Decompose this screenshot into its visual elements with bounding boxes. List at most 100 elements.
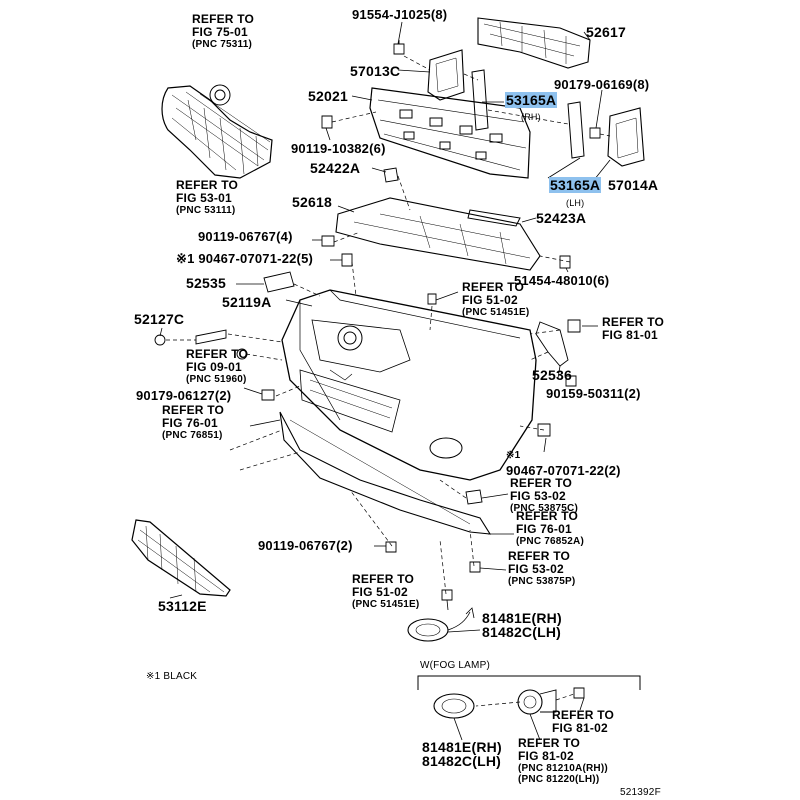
- bracket-53165a-rh-part: [471, 69, 489, 131]
- refer-fig-09-01-label[interactable]: REFER TO FIG 09-01 (PNC 51960): [186, 347, 249, 386]
- part-52119a-label[interactable]: 52119A: [222, 294, 272, 310]
- reinforcement-52021-part: [369, 87, 531, 179]
- refer-line: REFER TO: [352, 572, 415, 586]
- refer-pnc: (PNC 81210A(RH)): [518, 763, 608, 774]
- lh-note: (LH): [566, 198, 585, 208]
- figure-id: 521392F: [620, 787, 661, 798]
- refer-fig: FIG 76-01: [162, 416, 218, 430]
- refer-fig: FIG 53-02: [510, 489, 566, 503]
- refer-fig-81-01-label[interactable]: REFER TO FIG 81-01: [602, 316, 664, 342]
- absorber-52617-part: [477, 17, 591, 69]
- assembly-dashed-lines: [166, 55, 611, 707]
- refer-pnc: (PNC 53875P): [508, 576, 576, 587]
- part-90119-6-label[interactable]: 90119-10382(6): [291, 141, 386, 156]
- bracket-53165a-lh-part: [567, 101, 585, 159]
- refer-fig: FIG 09-01: [186, 360, 242, 374]
- refer-pnc: (PNC 76851): [162, 430, 223, 441]
- refer-fig-81-02-upper-label[interactable]: REFER TO FIG 81-02: [552, 709, 614, 735]
- refer-fig-53-02-lower-label[interactable]: REFER TO FIG 53-02 (PNC 53875P): [508, 549, 576, 588]
- refer-line: REFER TO: [186, 347, 249, 361]
- refer-pnc: (PNC 53875C): [510, 503, 578, 514]
- part-81482c-lh-label[interactable]: 81482C(LH): [482, 624, 562, 640]
- refer-pnc: (PNC 51451E): [352, 599, 420, 610]
- part-90467-2-label[interactable]: 90467-07071-22(2): [506, 463, 621, 478]
- refer-fig: FIG 76-01: [516, 522, 572, 536]
- part-52618-label[interactable]: 52618: [292, 194, 332, 210]
- refer-line: REFER TO: [516, 509, 579, 523]
- refer-fig: FIG 51-02: [462, 293, 518, 307]
- part-52127c-label[interactable]: 52127C: [134, 311, 185, 327]
- refer-line: REFER TO: [462, 280, 525, 294]
- highlighted-part-number: 53165A: [505, 92, 558, 108]
- highlighted-part-number: 53165A: [549, 177, 602, 193]
- part-52535-label[interactable]: 52535: [186, 275, 226, 291]
- part-52021-label[interactable]: 52021: [308, 88, 348, 104]
- part-90467-5-label[interactable]: ※1 90467-07071-22(5): [176, 251, 314, 266]
- part-51454-label[interactable]: 51454-48010(6): [514, 273, 610, 288]
- refer-pnc: (PNC 76852A): [516, 536, 584, 547]
- refer-fig-76-01-upper-label[interactable]: REFER TO FIG 76-01 (PNC 76851): [162, 403, 225, 442]
- lower-grille-53112e-part: [131, 519, 231, 597]
- refer-line: REFER TO: [602, 315, 665, 329]
- refer-fig: FIG 53-02: [508, 562, 564, 576]
- refer-pnc: (PNC 51451E): [462, 307, 530, 318]
- refer-fig: FIG 81-02: [518, 749, 574, 763]
- part-52422a-label[interactable]: 52422A: [310, 160, 361, 176]
- part-81482c-lh-lower-label[interactable]: 81482C(LH): [422, 753, 502, 769]
- black-note-mark: ※1: [506, 450, 521, 461]
- refer-pnc: (PNC 81220(LH)): [518, 774, 600, 785]
- lower-spoiler-part: [279, 411, 492, 535]
- under-cover-52618-part: [335, 197, 541, 271]
- refer-pnc: (PNC 53111): [176, 205, 236, 216]
- refer-line: REFER TO: [510, 476, 573, 490]
- fog-lamp-cover-part: [433, 693, 475, 719]
- part-53165a-lh-label[interactable]: 53165A: [549, 177, 602, 193]
- refer-line: REFER TO: [508, 549, 571, 563]
- leader-lines: [159, 21, 611, 741]
- part-81481e-rh-lower-label[interactable]: 81481E(RH): [422, 739, 502, 755]
- refer-line: REFER TO: [192, 12, 255, 26]
- refer-pnc: (PNC 51960): [186, 374, 247, 385]
- refer-fig: FIG 81-02: [552, 721, 608, 735]
- part-90119-4-label[interactable]: 90119-06767(4): [198, 229, 293, 244]
- upper-grille-part: [161, 84, 273, 179]
- fog-cover-part: [407, 607, 475, 642]
- refer-fig-75-01-label[interactable]: REFER TO FIG 75-01 (PNC 75311): [192, 12, 255, 51]
- part-91554-label[interactable]: 91554-J1025(8): [352, 7, 448, 22]
- part-53112e-label[interactable]: 53112E: [158, 598, 207, 614]
- refer-fig: FIG 81-01: [602, 328, 658, 342]
- refer-fig-53-01-label[interactable]: REFER TO FIG 53-01 (PNC 53111): [176, 178, 239, 217]
- refer-fig: FIG 75-01: [192, 25, 248, 39]
- part-57014a-label[interactable]: 57014A: [608, 177, 659, 193]
- bracket-57013c-part: [427, 49, 465, 101]
- refer-line: REFER TO: [162, 403, 225, 417]
- refer-fig-51-02-upper-label[interactable]: REFER TO FIG 51-02 (PNC 51451E): [462, 280, 530, 319]
- part-90159-label[interactable]: 90159-50311(2): [546, 386, 641, 401]
- bracket-57014a-part: [607, 107, 645, 167]
- part-53165a-rh-label[interactable]: 53165A: [505, 92, 558, 108]
- refer-fig: FIG 51-02: [352, 585, 408, 599]
- fog-lamp-group-label: W(FOG LAMP): [420, 660, 490, 671]
- black-note-legend: ※1 BLACK: [146, 671, 198, 682]
- refer-pnc: (PNC 75311): [192, 39, 253, 50]
- part-52423a-label[interactable]: 52423A: [536, 210, 587, 226]
- rh-note: (RH): [521, 112, 541, 122]
- refer-line: REFER TO: [518, 736, 581, 750]
- refer-fig-51-02-lower-label[interactable]: REFER TO FIG 51-02 (PNC 51451E): [352, 572, 420, 611]
- refer-fig: FIG 53-01: [176, 191, 232, 205]
- refer-fig-76-01-lower-label[interactable]: REFER TO FIG 76-01 (PNC 76852A): [516, 509, 584, 548]
- part-57013c-label[interactable]: 57013C: [350, 63, 401, 79]
- refer-line: REFER TO: [552, 708, 615, 722]
- refer-line: REFER TO: [176, 178, 239, 192]
- bumper-cover-52119a-part: [281, 289, 537, 481]
- refer-fig-53-02-upper-label[interactable]: REFER TO FIG 53-02 (PNC 53875C): [510, 476, 578, 515]
- part-90119-2-label[interactable]: 90119-06767(2): [258, 538, 353, 553]
- part-52536-label[interactable]: 52536: [532, 367, 572, 383]
- part-90179-2-label[interactable]: 90179-06127(2): [136, 388, 232, 403]
- part-52617-label[interactable]: 52617: [586, 24, 626, 40]
- refer-fig-81-02-lower-label[interactable]: REFER TO FIG 81-02 (PNC 81210A(RH)) (PNC…: [518, 736, 608, 786]
- part-90179-8-label[interactable]: 90179-06169(8): [554, 77, 650, 92]
- part-81481e-rh-label[interactable]: 81481E(RH): [482, 610, 562, 626]
